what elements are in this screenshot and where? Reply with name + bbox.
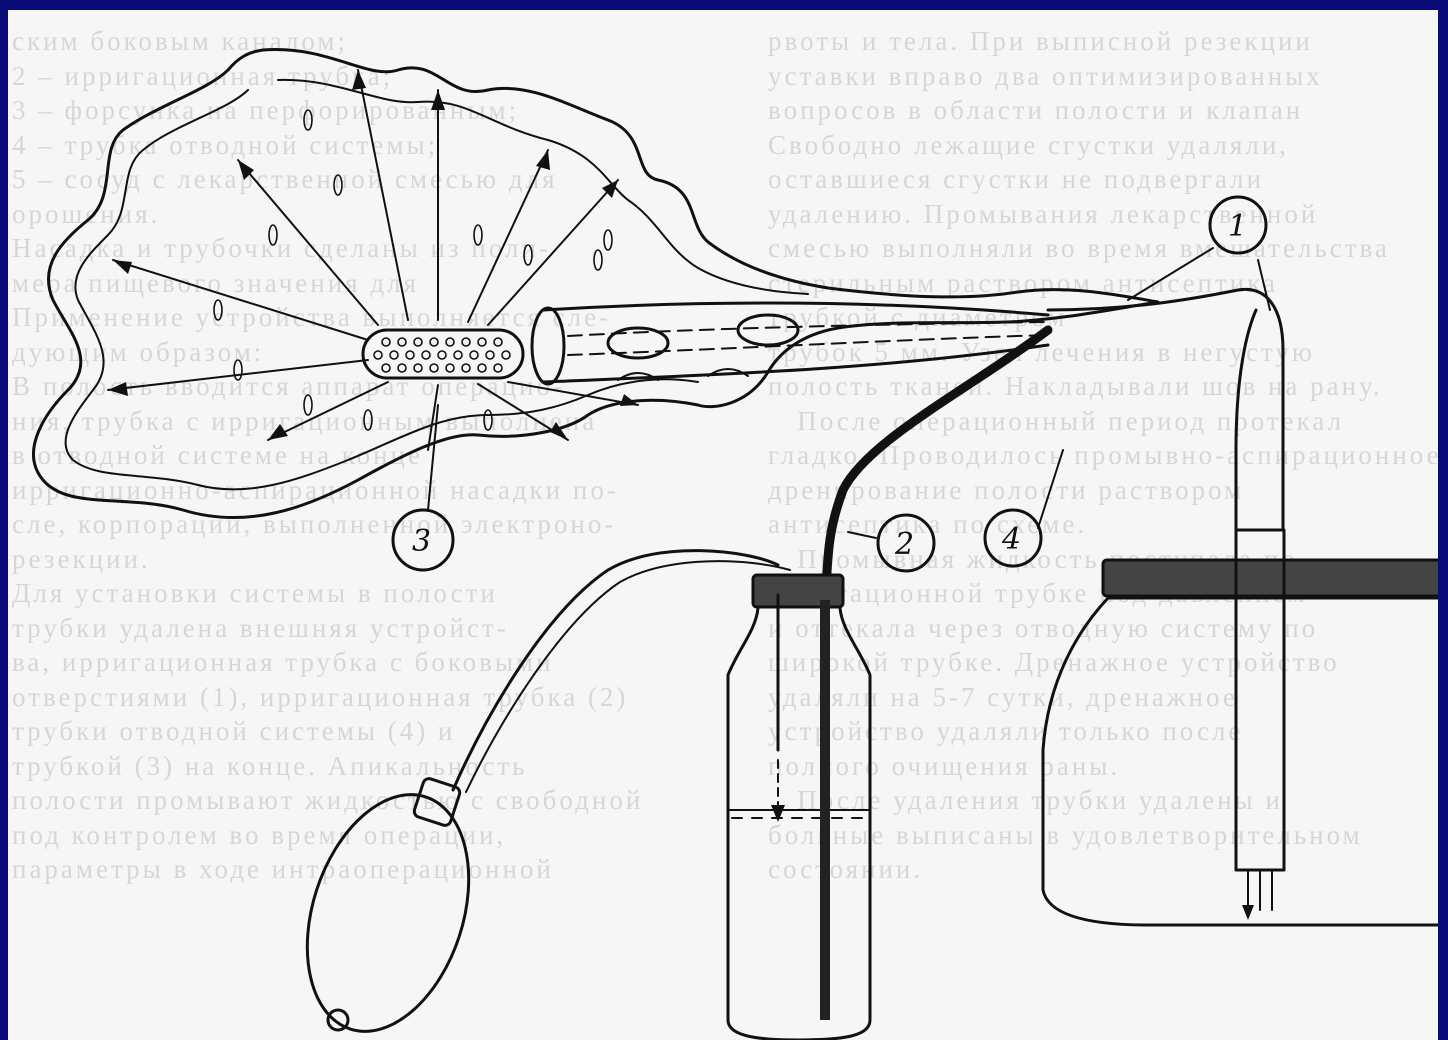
callout-2-label: 2 [894, 527, 914, 562]
perforated-nozzle [363, 330, 523, 378]
callout-3: 3 [393, 405, 453, 570]
callout-2: 2 [848, 515, 934, 571]
callout-1-label: 1 [1228, 209, 1247, 244]
tube-end-left [532, 308, 564, 384]
callout-4: 4 [985, 450, 1063, 566]
callout-3-label: 3 [412, 524, 431, 559]
rubber-bulb [279, 774, 497, 1040]
wound-cavity-outline [33, 50, 1158, 518]
callout-4-label: 4 [1001, 522, 1021, 557]
jar-cap [1103, 560, 1438, 596]
bottle-body [728, 608, 870, 1040]
side-opening-2 [738, 315, 798, 345]
callout-1: 1 [1128, 197, 1270, 310]
spray-arrowheads [108, 70, 638, 440]
drainage-device-drawing: 1 2 3 4 [8, 10, 1438, 1040]
jar-body [1043, 598, 1438, 925]
nozzle-perforations [374, 338, 510, 372]
spray-arrows [108, 70, 638, 450]
figure-frame: ским боковым каналом;2 – ирригационная т… [8, 10, 1438, 1040]
bulb-tip [328, 1010, 348, 1030]
bottle-outlet-tube [820, 600, 830, 1020]
outflow-tube [1048, 289, 1283, 530]
jar-flow-arrows [1248, 870, 1272, 910]
